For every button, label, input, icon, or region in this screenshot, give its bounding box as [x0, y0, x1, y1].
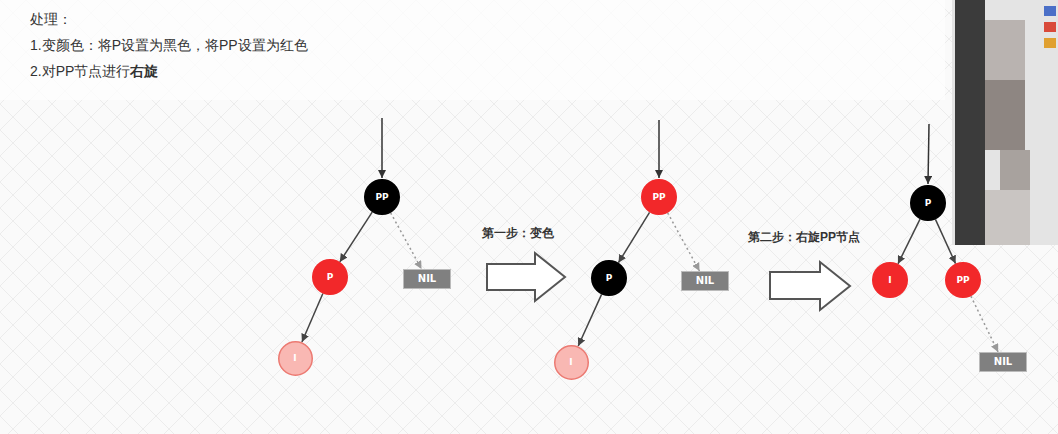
step-label: 第一步：变色 [482, 224, 554, 242]
node-label: I [293, 352, 296, 364]
root-arrow [928, 124, 929, 184]
rect-shape [980, 353, 1027, 372]
step-label: 第二步：右旋PP节点 [748, 228, 860, 246]
tree-node-circle: PP [641, 179, 677, 215]
circle-shape [365, 180, 400, 215]
node-label: NIL [696, 275, 714, 287]
note-text: 右旋 [130, 62, 158, 80]
tree-node-circle: I [872, 262, 908, 298]
node-label: I [569, 356, 572, 368]
tree-link [898, 219, 920, 264]
circle-shape [313, 260, 348, 295]
tree-node-circle: P [591, 260, 627, 296]
node-label: PP [375, 191, 388, 203]
nil-box: NIL [979, 352, 1027, 372]
root-arrow [381, 118, 383, 178]
note-text: 2.对PP节点进行 [30, 62, 130, 80]
circle-shape [554, 345, 588, 379]
tree-link [340, 212, 372, 262]
circle-shape [278, 341, 312, 375]
node-label: PP [652, 191, 665, 203]
heading-text: 处理： [30, 10, 72, 28]
note-text: 1.变颜色：将P设置为黑色，将PP设置为红色 [30, 36, 308, 54]
node-label: PP [956, 274, 969, 286]
tree-link [302, 294, 323, 342]
tree-node-circle: PP [945, 262, 981, 298]
node-label: NIL [994, 356, 1012, 368]
circle-shape [911, 186, 946, 221]
rect-shape [404, 270, 451, 289]
circle-shape [592, 261, 627, 296]
tree-link [618, 212, 649, 262]
node-label: I [888, 274, 891, 286]
root-arrow [658, 120, 660, 178]
tree-node-circle: P [312, 259, 348, 295]
nil-box: NIL [403, 269, 451, 289]
nil-link [391, 213, 422, 269]
node-label: NIL [418, 273, 436, 285]
webcam-overlay [952, 0, 1058, 245]
nil-box: NIL [681, 271, 729, 291]
circle-shape [946, 263, 981, 298]
hollow-arrow [770, 262, 850, 310]
tree-node-circle: I [554, 345, 589, 380]
circle-shape [873, 263, 908, 298]
node-label: P [606, 272, 613, 284]
nil-link [971, 296, 998, 352]
hollow-arrow [487, 253, 565, 301]
circle-shape [642, 180, 677, 215]
tree-node-circle: PP [364, 179, 400, 215]
tree-link [935, 219, 955, 263]
rect-shape [682, 272, 729, 291]
node-label: P [327, 271, 334, 283]
tree-link [578, 294, 601, 346]
node-label: P [925, 197, 932, 209]
tree-node-circle: P [910, 185, 946, 221]
text-panel [0, 0, 945, 100]
tree-node-circle: I [278, 341, 313, 376]
nil-link [668, 213, 700, 271]
